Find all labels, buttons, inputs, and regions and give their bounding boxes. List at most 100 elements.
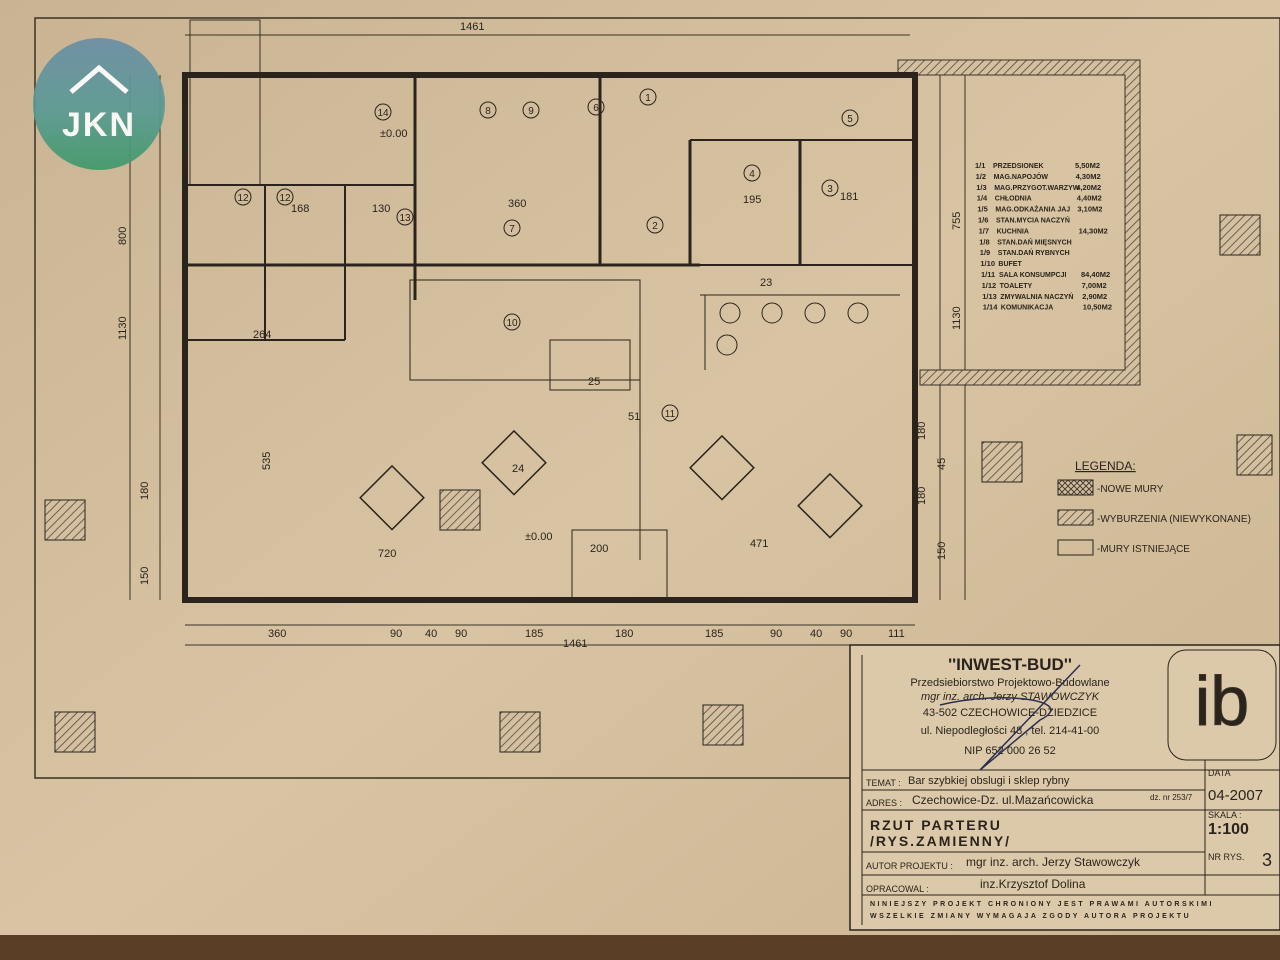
dimension-label: 25 [588, 376, 600, 388]
dimension-label: 755 [951, 212, 963, 230]
room-number: 12 [279, 193, 291, 204]
room-number-circle [479, 101, 497, 119]
room-list-area: 14,30M2 [1079, 226, 1108, 235]
room-number-circle [661, 404, 679, 422]
room-list-name: STAN.DAŃ RYBNYCH [998, 248, 1070, 257]
nr-label: NR RYS. [1208, 852, 1244, 862]
room-number: 8 [485, 106, 491, 117]
room-list-number: 1/11 [981, 270, 995, 279]
building-walls [182, 72, 918, 603]
logo-text: JKN [61, 106, 137, 144]
dimension-label: 90 [455, 628, 467, 640]
dimension-label: 150 [936, 542, 948, 560]
room-list-name: MAG.PRZYGOT.WARZYW [994, 185, 1080, 192]
room-list-name: SALA KONSUMPCJI [999, 272, 1066, 279]
adres-label: ADRES : [866, 798, 902, 808]
dining-tables [359, 429, 863, 539]
room-list-area: 4,20M2 [1076, 183, 1101, 192]
room-number: 10 [506, 318, 518, 329]
legend-item: -NOWE MURY [1097, 484, 1164, 495]
dimension-label: 180 [139, 482, 151, 500]
room-list-area: 4,30M2 [1076, 172, 1101, 181]
room-list-name: MAG.ODKAŻANIA JAJ [995, 206, 1070, 214]
dimension-label: 180 [615, 628, 633, 640]
room-list-number: 1/13 [982, 292, 997, 301]
dimension-label: 185 [705, 628, 723, 640]
legend-swatch-demolition [1057, 509, 1094, 526]
dimension-label: 40 [810, 628, 822, 640]
room-number-circle [234, 188, 252, 206]
room-list-number: 1/12 [982, 281, 997, 290]
dimension-label: 51 [628, 411, 640, 423]
room-list-name: PRZEDSIONEK [993, 163, 1044, 170]
room-number: 11 [665, 409, 676, 420]
plot-number: dz. nr 253/7 [1150, 793, 1193, 802]
room-list-name: KUCHNIA [997, 228, 1029, 235]
bar-stools [716, 302, 869, 356]
skala-value: 1:100 [1208, 821, 1249, 838]
drawing-subtitle: /RYS.ZAMIENNY/ [870, 833, 1011, 849]
room-list-number: 1/9 [980, 248, 990, 257]
dimension-label: 195 [743, 194, 761, 206]
company-street: ul. Niepodległości 48 , tel. 214-41-00 [921, 725, 1100, 737]
room-list-area: 3,10M2 [1077, 205, 1102, 214]
room-list-area: 5,50M2 [1075, 161, 1100, 170]
title-block: ib ''INWEST-BUD'' Przedsiebiorstwo Proje… [849, 644, 1280, 931]
pillars [44, 214, 1273, 753]
dimension-label: 535 [261, 452, 273, 470]
room-number: 5 [847, 114, 853, 125]
room-list-name: BUFET [998, 261, 1022, 268]
dimension-label: 181 [840, 191, 858, 203]
room-list-number: 1/2 [976, 172, 986, 181]
dimension-label: 1130 [951, 306, 963, 330]
dimension-labels: 1461146180011301801505357551130180451801… [117, 21, 963, 650]
nr-value: 3 [1262, 850, 1272, 870]
dimension-label: 24 [512, 463, 524, 475]
copyright-line: NINIEJSZY PROJEKT CHRONIONY JEST PRAWAMI… [870, 901, 1214, 908]
dimension-label: 720 [378, 548, 396, 560]
architect: mgr inz. arch. Jerzy STAWOWCZYK [921, 691, 1100, 703]
room-list-number: 1/14 [983, 303, 998, 312]
dimension-label: 200 [590, 543, 608, 555]
room-number-circle [639, 88, 657, 106]
autor-label: AUTOR PROJEKTU : [866, 861, 953, 871]
room-list-number: 1/1 [975, 161, 985, 170]
terrace-wall [897, 59, 1141, 386]
copyright-line: WSZELKIE ZMIANY WYMAGAJA ZGODY AUTORA PR… [870, 913, 1191, 920]
dimension-label: 168 [291, 203, 309, 215]
room-list-name: MAG.NAPOJÓW [994, 172, 1049, 181]
ib-logo: ib [1195, 662, 1249, 740]
room-list-number: 1/10 [980, 259, 995, 268]
room-number-circle [743, 164, 761, 182]
room-number-circle [276, 188, 294, 206]
house-roof-icon [69, 64, 129, 94]
dimension-label: 180 [916, 422, 928, 440]
room-list-number: 1/3 [976, 183, 986, 192]
company-nip: NIP 652 000 26 52 [964, 745, 1056, 757]
dimension-label: 360 [268, 628, 286, 640]
legend-item: -MURY ISTNIEJĄCE [1097, 544, 1190, 555]
room-number: 9 [528, 106, 534, 117]
room-list-name: ZMYWALNIA NACZYŃ [1000, 292, 1073, 301]
room-list-number: 1/6 [978, 216, 988, 225]
dimension-label: 185 [525, 628, 543, 640]
dimension-label: 1461 [460, 21, 484, 33]
room-number-circle [841, 109, 859, 127]
opracowal-value: inz.Krzysztof Dolina [980, 877, 1086, 891]
room-list: 1/1 PRZEDSIONEK 5,50M2 1/2 MAG.NAPOJÓW 4,30M2… [975, 161, 1112, 312]
room-list-area: 84,40M2 [1081, 270, 1110, 279]
room-number-circle [646, 216, 664, 234]
room-list-name: CHŁODNIA [995, 196, 1032, 203]
dimension-label: 45 [936, 458, 948, 470]
room-number-circle [503, 313, 521, 331]
dimension-label: 180 [916, 487, 928, 505]
room-list-name: STAN.DAŃ MIĘSNYCH [997, 237, 1072, 246]
temat-value: Bar szybkiej obslugi i sklep rybny [908, 775, 1070, 787]
room-list-number: 1/8 [979, 237, 989, 246]
room-list-name: TOALETY [1000, 283, 1033, 290]
room-list-area: 4,40M2 [1077, 194, 1102, 203]
dimension-label: 1461 [563, 638, 587, 650]
dimension-label: 130 [372, 203, 390, 215]
